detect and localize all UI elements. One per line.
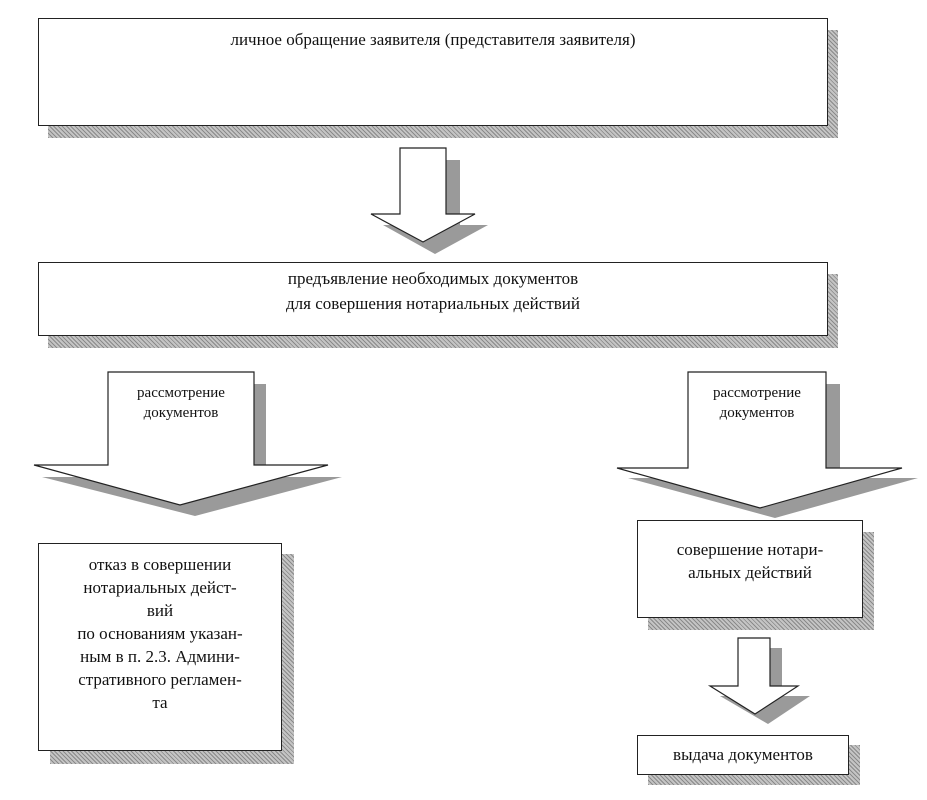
left-arrow-label-2: документов (143, 405, 219, 421)
arrow-1 (370, 147, 476, 243)
left-arrow-label-1: рассмотрение (137, 385, 225, 401)
refusal-line-1: отказ в совершении (88, 555, 232, 574)
refusal-line-2: нотариальных дейст- (83, 578, 237, 597)
box-refusal: отказ в совершении нотариальных дейст- в… (38, 543, 282, 751)
refusal-line-6: стративного регламен- (78, 670, 242, 689)
box-issuance: выдача документов (637, 735, 849, 775)
right-arrow-label-1: рассмотрение (713, 385, 801, 401)
refusal-line-3: вий (146, 601, 174, 620)
arrow-bottom (707, 637, 801, 715)
performance-line-1: совершение нотари- (676, 540, 824, 559)
submission-line-1: предъявление необходимых документов (287, 269, 579, 288)
refusal-line-4: по основаниям указан- (77, 624, 243, 643)
submission-line-2: для совершения нотариальных действий (286, 294, 580, 313)
box-application: личное обращение заявителя (представител… (38, 18, 828, 126)
arrow-left (33, 371, 329, 506)
right-arrow-label-2: документов (719, 405, 795, 421)
box-performance: совершение нотари- альных действий (637, 520, 863, 618)
issuance-text: выдача документов (673, 745, 813, 764)
refusal-line-7: та (152, 693, 168, 712)
box-submission: предъявление необходимых документов для … (38, 262, 828, 336)
performance-line-2: альных действий (688, 563, 812, 582)
arrow-right (616, 371, 903, 509)
refusal-line-5: ным в п. 2.3. Админи- (80, 647, 240, 666)
application-text: личное обращение заявителя (представител… (230, 30, 636, 49)
